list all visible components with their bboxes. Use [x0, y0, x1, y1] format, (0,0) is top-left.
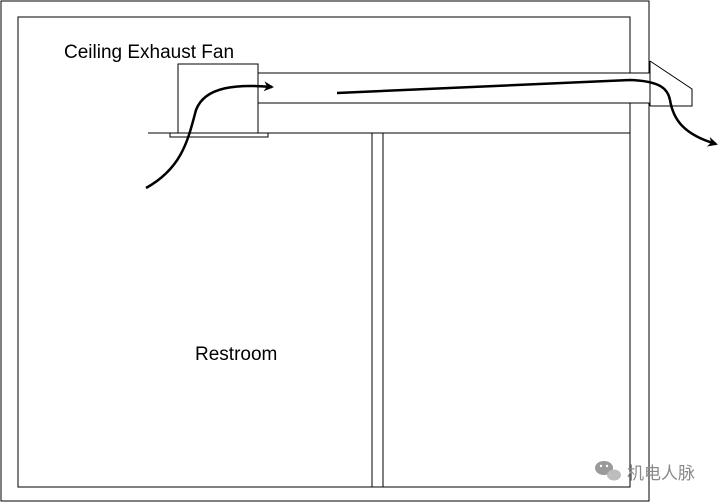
wechat-icon [595, 461, 621, 481]
fan-label: Ceiling Exhaust Fan [64, 42, 234, 63]
airflow-arrow-intake [145, 81, 274, 190]
watermark: 机电人脉 [595, 461, 695, 484]
watermark-text: 机电人脉 [627, 464, 695, 484]
exhaust-fan-housing [177, 63, 259, 134]
room-label: Restroom [195, 344, 277, 365]
airflow-arrow-duct [336, 78, 672, 101]
airflow-arrow-exhaust [668, 99, 718, 147]
outer-wall [0, 0, 650, 502]
exhaust-fan-grille [169, 132, 269, 138]
partition-wall [371, 133, 384, 487]
inner-wall [17, 16, 631, 488]
